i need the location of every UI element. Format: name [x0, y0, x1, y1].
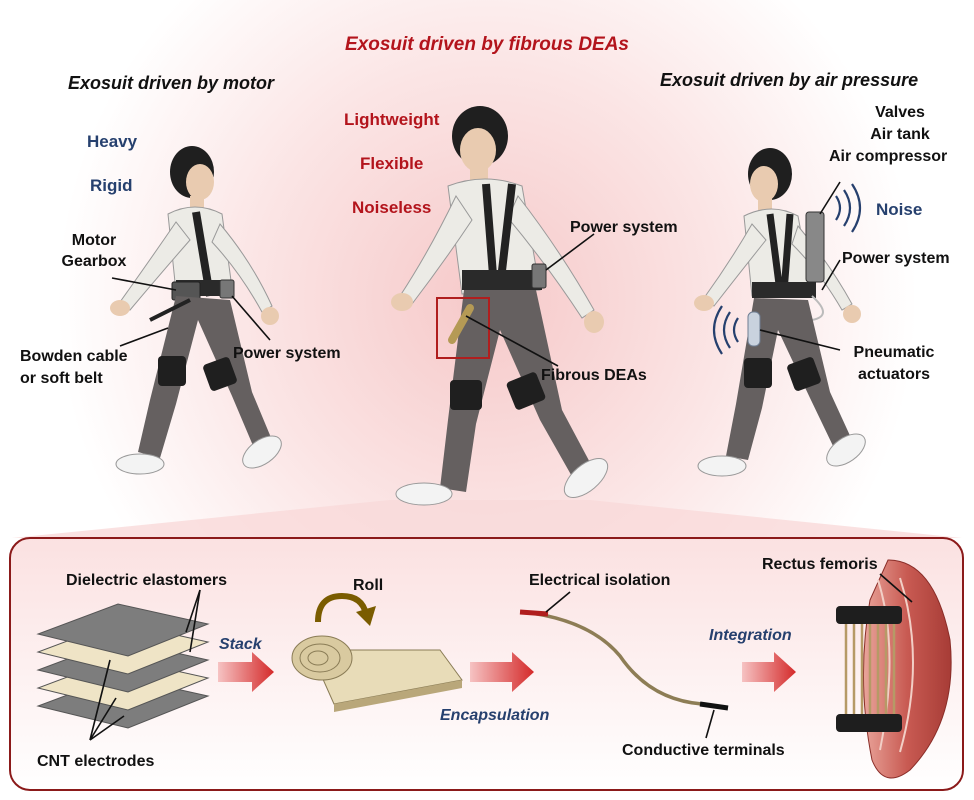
motor-label-belt: or soft belt [20, 370, 103, 387]
fiber-actuator [519, 609, 729, 711]
label-stack: Stack [219, 636, 262, 653]
leader-lines-top [111, 181, 841, 367]
air-label-power: Power system [842, 250, 950, 267]
heading-right: Exosuit driven by air pressure [660, 70, 919, 90]
motor-attr-heavy: Heavy [87, 132, 138, 151]
motor-label-cable: Bowden cable [20, 348, 128, 365]
muscle-bundle [836, 559, 952, 779]
air-label-compressor: Air compressor [829, 148, 948, 165]
dea-label-actuator: Fibrous DEAs [541, 367, 647, 384]
air-label-noise: Noise [876, 200, 923, 219]
figure-dea [391, 106, 609, 506]
label-muscle: Rectus femoris [762, 556, 878, 573]
dea-attr-flexible: Flexible [360, 154, 424, 173]
motor-attr-rigid: Rigid [90, 176, 133, 195]
fiber-leader-lines [545, 591, 715, 739]
roll-arrow-head [356, 606, 376, 626]
label-isolation: Electrical isolation [529, 572, 671, 589]
muscle-leader-line [879, 573, 913, 603]
roll-arrow [315, 592, 369, 623]
air-label-valves: Valves [875, 104, 925, 121]
arrow-stack [218, 652, 274, 692]
motor-label-motor: Motor [71, 232, 117, 249]
dea-attr-lightweight: Lightweight [344, 110, 440, 129]
arrow-encapsulation [470, 652, 534, 692]
air-label-tank: Air tank [870, 126, 930, 143]
figure-motor [110, 146, 282, 475]
label-integration: Integration [709, 627, 792, 644]
rolled-film [291, 635, 463, 712]
funnel-shape [12, 500, 962, 538]
label-cnt: CNT electrodes [37, 753, 155, 770]
noise-waves-bottom [712, 305, 739, 355]
dea-attr-noiseless: Noiseless [352, 198, 432, 217]
layer-leader-lines [89, 589, 201, 741]
label-dielectric: Dielectric elastomers [66, 572, 227, 589]
noise-waves-top [835, 183, 862, 233]
heading-left: Exosuit driven by motor [68, 73, 275, 93]
heading-center: Exosuit driven by fibrous DEAs [345, 34, 629, 55]
arrow-integration [742, 652, 796, 692]
air-label-actuators: actuators [857, 366, 931, 383]
motor-label-power: Power system [233, 345, 341, 362]
label-roll: Roll [353, 577, 384, 594]
air-label-pneumatic: Pneumatic [853, 344, 935, 361]
figure-air [694, 148, 866, 477]
label-encapsulation: Encapsulation [440, 707, 550, 724]
label-terminals: Conductive terminals [622, 742, 785, 759]
dea-label-power: Power system [570, 219, 678, 236]
motor-label-gearbox: Gearbox [61, 253, 127, 270]
layer-stack [36, 603, 210, 729]
